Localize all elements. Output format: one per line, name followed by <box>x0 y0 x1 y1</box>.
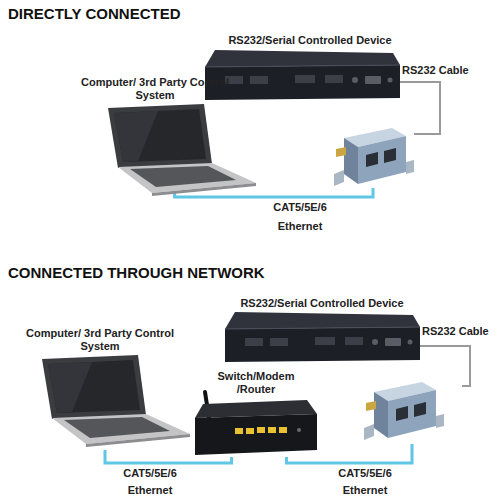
laptop-part <box>64 417 170 438</box>
adapter-part <box>366 152 378 167</box>
network-router: Switch/Modem /Router <box>195 400 317 457</box>
device-part <box>205 65 400 67</box>
laptop-part <box>52 414 190 444</box>
device-part <box>385 338 401 346</box>
section-heading: DIRECTLY CONNECTED <box>8 5 328 23</box>
router-illustration <box>195 400 317 457</box>
adapter-illustration <box>332 122 414 188</box>
device-part <box>225 327 420 362</box>
router-part <box>268 427 276 433</box>
device-part <box>225 327 420 329</box>
cable-label: CAT5/5E/6 Ethernet <box>327 465 403 499</box>
device-label: RS232/Serial Controlled Device <box>220 34 400 47</box>
laptop-part <box>114 111 158 162</box>
device-label: Computer/ 3rd Party Control System <box>80 76 230 102</box>
device-part <box>372 339 378 345</box>
device-part <box>205 50 400 67</box>
adapter-part <box>436 414 444 428</box>
router-part <box>235 428 243 434</box>
cable-label: RS232 Cable <box>402 64 482 77</box>
adapter-part <box>344 138 358 184</box>
router-part <box>279 427 287 433</box>
laptop-part <box>130 166 236 187</box>
device-part <box>245 338 263 346</box>
device-part <box>352 77 358 83</box>
device-part <box>345 337 363 345</box>
device-part <box>270 338 288 346</box>
device-part <box>295 75 315 83</box>
device-illustration <box>205 50 400 100</box>
device-part <box>225 312 420 329</box>
device-label: Computer/ 3rd Party Control System <box>25 327 175 353</box>
adapter-part <box>364 424 374 440</box>
laptop-part <box>86 434 190 447</box>
rs232-cable <box>400 82 440 134</box>
laptop-part <box>152 183 256 196</box>
laptop-part <box>48 360 140 413</box>
device-part <box>315 337 335 345</box>
laptop-part <box>108 104 212 168</box>
cable-label: CAT5/5E/6 Ethernet <box>262 198 338 236</box>
computer-laptop: Computer/ 3rd Party Control System <box>108 104 256 192</box>
device-label: RS232/Serial Controlled Device <box>232 297 412 310</box>
rs232-cable <box>420 346 470 386</box>
adapter-part <box>374 392 388 438</box>
adapter-part <box>358 136 406 184</box>
router-part <box>246 428 254 434</box>
device-part <box>408 340 413 345</box>
serial-adapter <box>362 376 462 444</box>
device-part <box>325 75 343 83</box>
adapter-illustration <box>362 376 462 444</box>
adapter-part <box>414 402 426 417</box>
laptop-part <box>118 163 256 193</box>
adapter-part <box>406 160 414 174</box>
serial-adapter <box>332 122 414 188</box>
adapter-part <box>396 406 408 421</box>
cable-label: RS232 Cable <box>422 325 498 338</box>
section-heading: CONNECTED THROUGH NETWORK <box>8 264 328 282</box>
device-part <box>365 76 381 84</box>
device-illustration <box>225 312 420 362</box>
router-part <box>297 428 301 432</box>
computer-laptop: Computer/ 3rd Party Control System <box>42 355 182 450</box>
device-part <box>388 78 393 83</box>
serial-device: RS232/Serial Controlled Device <box>225 312 420 362</box>
router-part <box>257 427 265 433</box>
device-part <box>250 76 268 84</box>
adapter-part <box>366 401 376 411</box>
adapter-part <box>384 148 396 163</box>
laptop-part <box>42 355 146 419</box>
device-label: Switch/Modem /Router <box>214 370 298 396</box>
laptop-part <box>48 362 92 413</box>
device-part <box>205 65 400 100</box>
adapter-part <box>336 147 346 157</box>
serial-device: RS232/Serial Controlled Device <box>205 50 400 100</box>
cable-label: CAT5/5E/6 Ethernet <box>112 465 188 499</box>
adapter-part <box>388 390 436 438</box>
router-part <box>195 414 317 455</box>
adapter-part <box>334 170 344 186</box>
laptop-illustration <box>42 355 182 450</box>
laptop-part <box>114 109 206 162</box>
laptop-illustration <box>108 104 256 192</box>
